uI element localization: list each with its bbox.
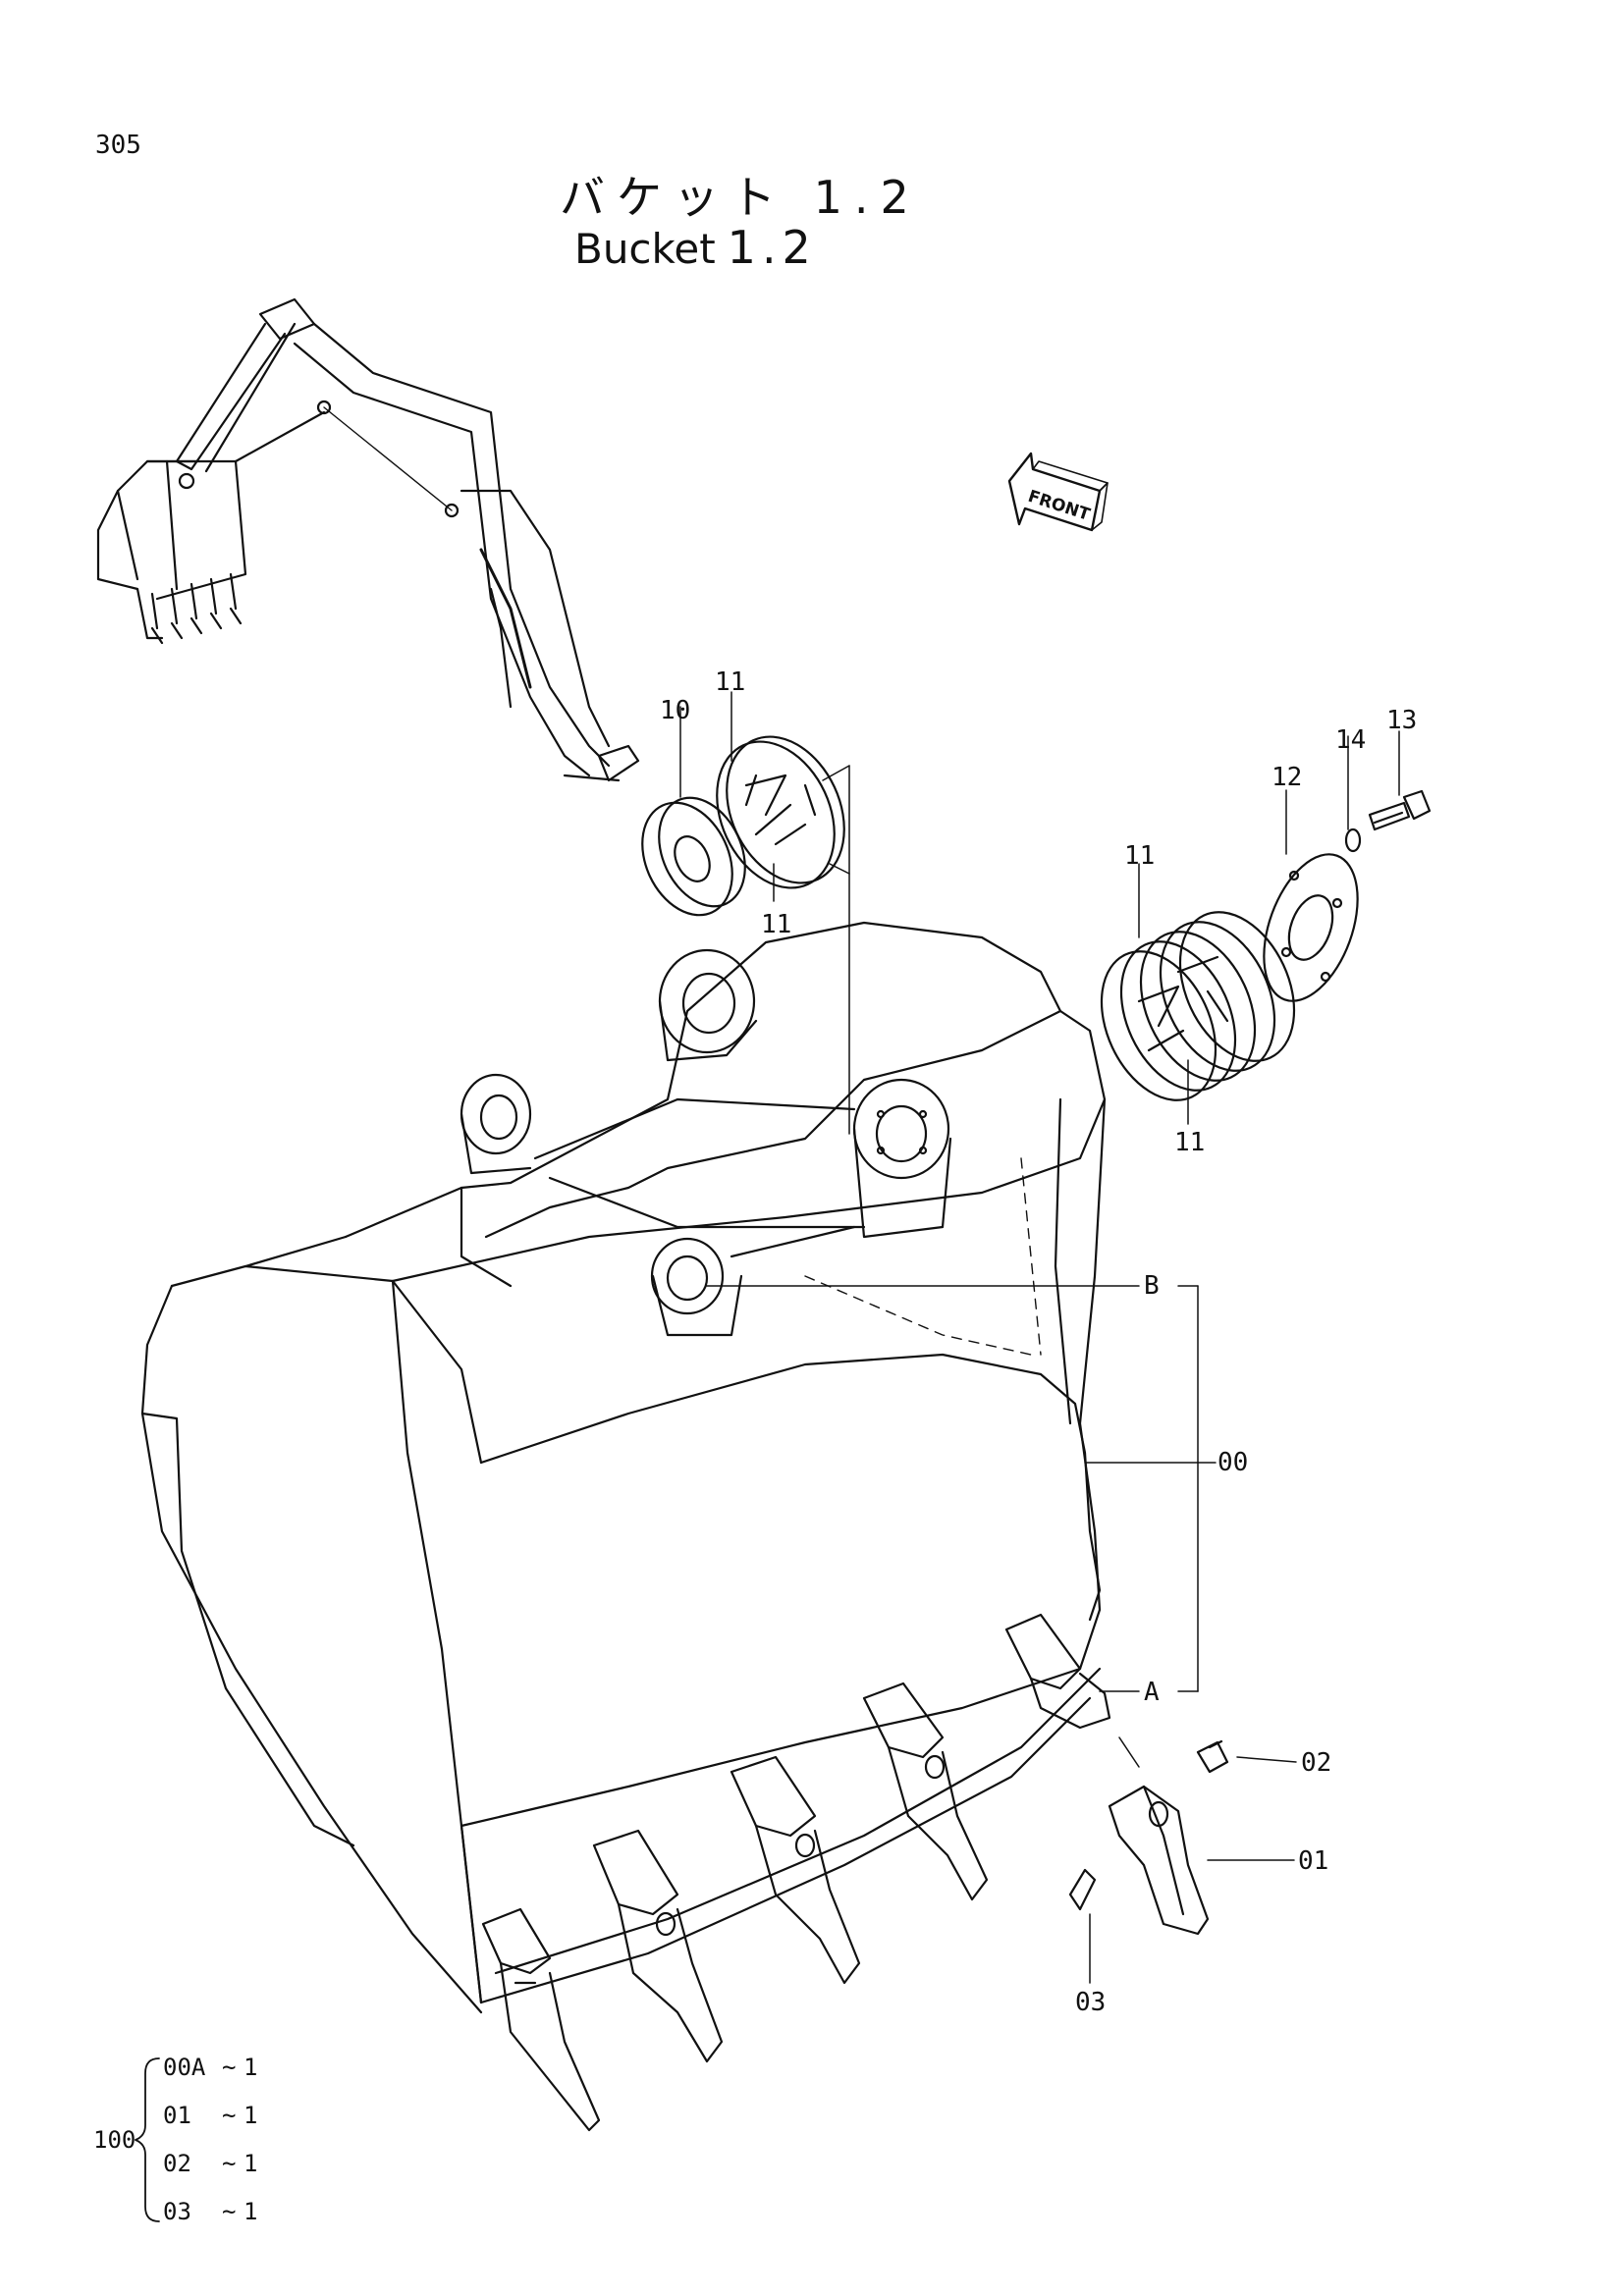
title-japanese-text: バケット: [560, 171, 787, 224]
title-english-number: 1.2: [727, 221, 817, 274]
kit-item-part: 01: [163, 2102, 191, 2129]
kit-item-part: 00A: [163, 2054, 206, 2081]
bucket-bosses: [460, 948, 952, 1337]
bucket-teeth: [481, 1613, 1111, 2132]
part-10-washer: [641, 796, 746, 917]
callout-ref-b: B: [1144, 1271, 1160, 1301]
callout-03: 03: [1075, 1988, 1106, 2017]
kit-item-qty: 1: [243, 2054, 257, 2081]
kit-item-sep: ~: [222, 2102, 236, 2129]
kit-item-part: 03: [163, 2198, 191, 2225]
callout-02: 02: [1301, 1748, 1331, 1778]
kit-item-sep: ~: [222, 2054, 236, 2081]
kit-legend: 100 00A ~ 1 01 ~ 1 02 ~ 1 03 ~ 1: [93, 2054, 257, 2225]
callout-11-stack-bottom: 11: [1174, 1128, 1205, 1157]
callout-12: 12: [1271, 763, 1302, 792]
kit-item-part: 02: [163, 2150, 191, 2177]
callout-11-upper-bottom: 11: [761, 910, 791, 939]
page-number: 305: [95, 131, 141, 160]
part-12-plate: [1263, 853, 1359, 1002]
leader-lines: [679, 691, 1400, 1984]
title-japanese-number: 1.2: [813, 171, 921, 224]
part-13-bolt: [1368, 789, 1432, 831]
callout-10: 10: [660, 696, 690, 725]
title-japanese: バケット 1.2: [560, 162, 921, 227]
callout-14: 14: [1335, 725, 1366, 755]
title-english-text: Bucket: [574, 225, 716, 273]
callout-13: 13: [1386, 706, 1417, 735]
part-02-lock: [1196, 1739, 1229, 1774]
kit-item-sep: ~: [222, 2150, 236, 2177]
callout-01: 01: [1298, 1846, 1328, 1876]
part-11-shim-stack: [1100, 911, 1296, 1101]
bucket-body: [140, 921, 1107, 2014]
kit-item-qty: 1: [243, 2150, 257, 2177]
part-11-shim-upper: [716, 735, 845, 889]
callout-00: 00: [1217, 1448, 1248, 1477]
front-direction-arrow: [1007, 452, 1109, 532]
callout-11-stack-top: 11: [1124, 841, 1155, 871]
part-14-lock-washer: [1344, 828, 1362, 853]
part-01-tooth-point: [1108, 1785, 1210, 1936]
kit-item-qty: 1: [243, 2198, 257, 2225]
kit-item-qty: 1: [243, 2102, 257, 2129]
excavator-overview-illustration: [96, 297, 640, 782]
callout-11-top: 11: [715, 667, 745, 697]
callout-ref-a: A: [1144, 1678, 1160, 1707]
callout-labels: 10 11 11 11 11 12 14 13 B 00 A 02 01 03: [660, 667, 1417, 2017]
part-03-pin: [1068, 1868, 1097, 1911]
kit-item-sep: ~: [222, 2198, 236, 2225]
kit-number: 100: [93, 2126, 135, 2154]
